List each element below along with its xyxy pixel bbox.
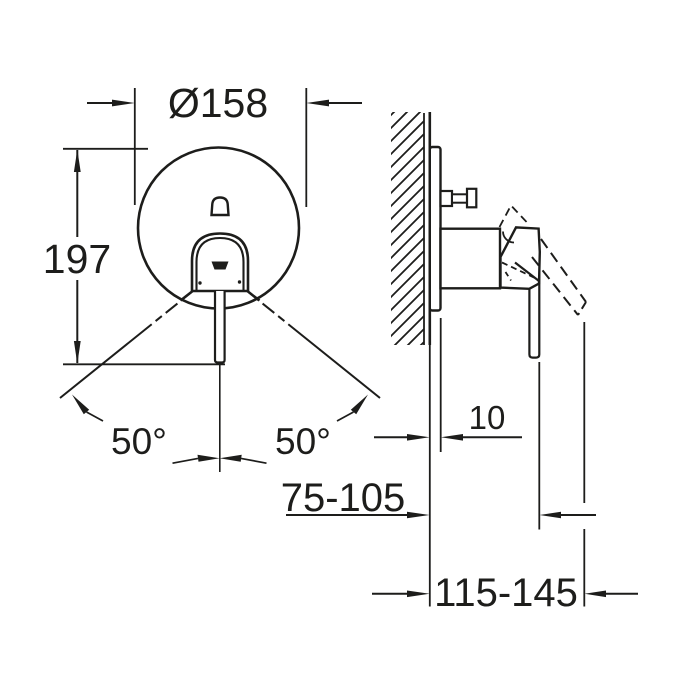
lever-stem bbox=[213, 291, 226, 364]
lever-slot bbox=[211, 261, 229, 270]
dim-diameter bbox=[87, 88, 362, 207]
lever-front-inner bbox=[195, 236, 245, 291]
dim-diameter-label: Ø158 bbox=[168, 80, 268, 126]
lever-head-edge bbox=[514, 261, 540, 282]
dim-height bbox=[63, 147, 225, 366]
swivel-line-left bbox=[59, 290, 194, 399]
faceplate-side bbox=[428, 145, 442, 312]
mixer-body bbox=[439, 227, 502, 290]
dim-height-label: 197 bbox=[43, 236, 111, 282]
lever-base-tick-right bbox=[247, 290, 261, 302]
diverter-knob bbox=[439, 187, 478, 209]
dim-protrusion-label: 10 bbox=[469, 399, 506, 436]
dim-overall-range-label: 115-145 bbox=[434, 571, 578, 615]
swivel-line-right bbox=[246, 290, 381, 399]
lever-dot-right bbox=[237, 280, 242, 284]
angle-arrows bbox=[72, 394, 368, 465]
front-view: Ø158 197 50° 50° bbox=[43, 80, 381, 472]
dim-depth-range-label: 75-105 bbox=[281, 476, 406, 520]
logo-mark bbox=[210, 196, 230, 217]
dim-overall-range bbox=[372, 590, 638, 598]
dim-angle-left-label: 50° bbox=[111, 421, 167, 462]
lever-dashed-details bbox=[498, 203, 535, 281]
lever-dot-left bbox=[198, 281, 202, 285]
side-view: 10 75-105 115-145 bbox=[281, 112, 638, 615]
dim-angle-right-label: 50° bbox=[275, 421, 331, 462]
lever-swivel-position-dashed bbox=[531, 238, 587, 316]
dim-protrusion bbox=[374, 434, 522, 441]
lever-base-tick-left bbox=[179, 290, 193, 302]
dim-depth-range bbox=[286, 511, 596, 519]
wall-hatching bbox=[391, 112, 424, 345]
